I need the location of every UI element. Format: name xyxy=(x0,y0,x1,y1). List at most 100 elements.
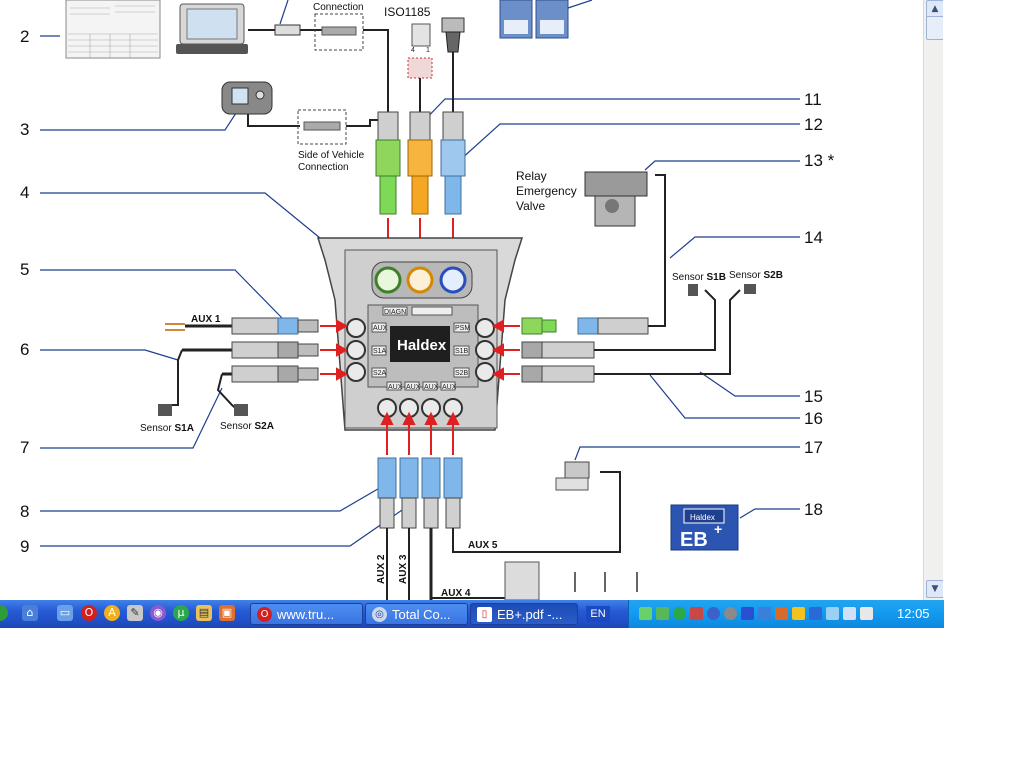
sensor-s2b-label: Sensor S2B xyxy=(729,270,783,281)
port-aux-b1: AUX xyxy=(388,384,403,391)
port-s1b: S1B xyxy=(455,348,469,355)
app-quicklaunch-icon[interactable]: A xyxy=(104,605,120,621)
aux3-label: AUX 3 xyxy=(398,554,409,584)
task-total-commander[interactable]: ◎ Total Co... xyxy=(365,603,468,625)
side-connection-label-1: Side of Vehicle xyxy=(298,150,365,161)
flag-icon[interactable] xyxy=(690,607,703,620)
task-pdf[interactable]: ▯ EB+.pdf -... xyxy=(470,603,578,625)
port-aux-left: AUX xyxy=(373,325,388,332)
power-icon[interactable] xyxy=(707,607,720,620)
sensor-s2a-label: Sensor S2A xyxy=(220,421,274,432)
eb-logo-superscript: + xyxy=(714,521,722,537)
callout-10: 10 xyxy=(804,0,823,4)
callout-5: 5 xyxy=(20,260,29,279)
sensor-s1a-label: Sensor S1A xyxy=(140,423,194,434)
callout-2: 2 xyxy=(20,27,29,46)
usb-adapter-icon xyxy=(274,24,301,36)
relay-valve-icon xyxy=(584,171,648,227)
paint-quicklaunch-icon[interactable]: ▣ xyxy=(219,605,235,621)
sync-icon[interactable] xyxy=(656,607,669,620)
scroll-down-icon[interactable]: ▼ xyxy=(926,580,943,598)
copy-icon[interactable] xyxy=(843,607,856,620)
scroll-thumb[interactable] xyxy=(926,16,943,40)
tools-quicklaunch-icon[interactable]: ✎ xyxy=(127,605,143,621)
port-aux-b2: AUX xyxy=(406,384,421,391)
haldex-ecu: Haldex DIAGN AUX S1A S2A PSM S1B S2B AUX… xyxy=(316,237,524,431)
task-label: www.tru... xyxy=(277,607,335,622)
info-icon[interactable] xyxy=(758,607,771,620)
utorrent-tray-icon[interactable] xyxy=(673,607,686,620)
port-s2b: S2B xyxy=(455,370,469,377)
show-desktop-icon[interactable]: ⌂ xyxy=(22,605,38,621)
aux2-label: AUX 2 xyxy=(376,554,387,584)
opera-quicklaunch-icon[interactable]: O xyxy=(81,605,97,621)
app-tray-icon[interactable] xyxy=(775,607,788,620)
callout-9: 9 xyxy=(20,537,29,556)
relay-valve-label-3: Valve xyxy=(516,199,545,213)
total-commander-icon: ◎ xyxy=(372,607,387,622)
warning-icon[interactable] xyxy=(792,607,805,620)
wiring-diagram: 2 3 4 5 6 7 8 9 11 12 13 * 14 15 16 17 1… xyxy=(20,0,835,600)
callout-4: 4 xyxy=(20,183,29,202)
relay-valve-label-1: Relay xyxy=(516,169,547,183)
folder-quicklaunch-icon[interactable]: ▤ xyxy=(196,605,212,621)
eb-plus-logo: Haldex EB + xyxy=(670,504,739,551)
opera-icon: O xyxy=(257,607,272,622)
bottom-misc-devices xyxy=(504,561,638,600)
vertical-scrollbar[interactable]: ▲ ▼ xyxy=(923,0,943,600)
bluetooth-icon[interactable] xyxy=(741,607,754,620)
eb-logo-product: EB xyxy=(680,529,708,551)
connection-label: Connection xyxy=(313,2,364,13)
relay-valve-label-2: Emergency xyxy=(516,184,577,198)
laptop-icon xyxy=(176,3,248,54)
callout-18: 18 xyxy=(804,500,823,519)
language-indicator[interactable]: EN xyxy=(586,606,610,622)
utorrent-quicklaunch-icon[interactable]: µ xyxy=(173,605,189,621)
side-connection-label-2: Connection xyxy=(298,162,349,173)
warning-labels-icon xyxy=(499,0,569,39)
network-icon[interactable] xyxy=(639,607,652,620)
switch-sensor-icon xyxy=(555,461,590,491)
ecu-brand: Haldex xyxy=(397,337,447,354)
diagnostic-handset-icon xyxy=(221,81,273,115)
volume-icon[interactable] xyxy=(860,607,873,620)
start-button[interactable] xyxy=(0,605,8,621)
sensor-s1b-label: Sensor S1B xyxy=(672,272,726,283)
display-icon[interactable] xyxy=(809,607,822,620)
callout-14: 14 xyxy=(804,228,823,247)
window-icon[interactable]: ▭ xyxy=(57,605,73,621)
ecu-diag-label: DIAGN xyxy=(384,309,406,316)
iso-label: ISO1185 xyxy=(384,5,431,19)
green-connector xyxy=(375,111,401,215)
aux4-label: AUX 4 xyxy=(441,588,471,599)
eb-logo-brand: Haldex xyxy=(690,513,715,522)
left-cables: AUX 1 xyxy=(158,314,319,416)
taskbar: ⌂ ▭ O A ✎ ◉ µ ▤ ▣ O www.tru... ◎ Total C… xyxy=(0,600,944,628)
callout-8: 8 xyxy=(20,502,29,521)
system-tray: 12:05 xyxy=(628,600,944,628)
antivirus-icon[interactable] xyxy=(724,607,737,620)
callout-16: 16 xyxy=(804,409,823,428)
document-thumbnail-icon xyxy=(65,0,161,59)
callout-17: 17 xyxy=(804,438,823,457)
bottom-connectors xyxy=(377,457,621,600)
callout-13: 13 * xyxy=(804,151,835,170)
callout-11: 11 xyxy=(804,90,822,109)
aux5-label: AUX 5 xyxy=(468,540,498,551)
callout-12: 12 xyxy=(804,115,823,134)
pdf-viewer: 2 3 4 5 6 7 8 9 11 12 13 * 14 15 16 17 1… xyxy=(20,0,943,600)
callout-15: 15 xyxy=(804,387,823,406)
port-aux-b3: AUX xyxy=(424,384,439,391)
orange-connector xyxy=(407,111,433,215)
callout-6: 6 xyxy=(20,340,29,359)
task-label: Total Co... xyxy=(392,607,451,622)
task-opera[interactable]: O www.tru... xyxy=(250,603,363,625)
right-cables xyxy=(521,174,756,383)
safely-remove-icon[interactable] xyxy=(826,607,839,620)
media-quicklaunch-icon[interactable]: ◉ xyxy=(150,605,166,621)
svg-text:1: 1 xyxy=(426,47,430,54)
trailer-socket-icon xyxy=(441,17,465,53)
clock[interactable]: 12:05 xyxy=(897,606,930,621)
svg-text:4: 4 xyxy=(411,47,415,54)
callout-3: 3 xyxy=(20,120,29,139)
